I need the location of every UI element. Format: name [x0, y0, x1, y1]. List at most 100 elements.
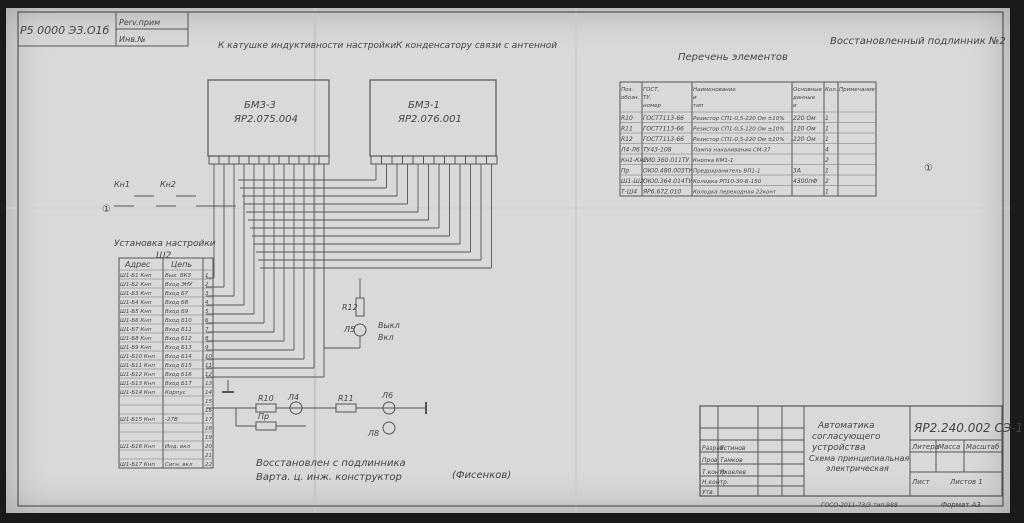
elements-cell: 1	[825, 168, 829, 175]
socket-cell-number: 14	[205, 390, 212, 396]
indicator-circuit: R12 Л5 Выкл Вкл	[342, 297, 400, 342]
elements-header-cell: обозн.	[621, 95, 640, 101]
elements-cell: Кнопка КМ1-1	[693, 158, 734, 164]
corner-small-1: Perv.прим	[119, 18, 160, 27]
elements-cell: Колодка РП10-30-Б-150	[693, 179, 762, 185]
socket-cell-number: 17	[205, 417, 212, 423]
role-1: Разраб.	[702, 445, 726, 452]
socket-cell-number: 5	[205, 309, 209, 315]
name-3: Яковлев	[719, 469, 747, 476]
vykl-label: Выкл	[378, 321, 400, 330]
elements-header-cell: Кол.	[825, 87, 838, 93]
elements-cell: Ш1-Ш2	[621, 178, 644, 185]
name-2: Тамков	[720, 457, 743, 464]
socket-cell-number: 19	[205, 435, 212, 441]
socket-cell-circuit: Корпус	[165, 390, 186, 396]
elements-header-cell: Наименование	[693, 87, 736, 93]
elements-header-cell: тип	[693, 103, 704, 109]
pin	[486, 155, 498, 165]
socket-cell-circuit: Вход Б14	[165, 354, 192, 360]
socket-cell-address: Ш1-Б6 Кнп	[120, 318, 152, 324]
pin	[465, 155, 477, 165]
socket-cell-circuit: Вход ЭНУ	[165, 282, 193, 288]
socket-cell-number: 6	[205, 318, 209, 324]
bottom-note-2: Варта. ц. инж. конструктор	[256, 472, 402, 483]
r10-label: R10	[258, 394, 274, 403]
socket-cell-number: 16	[205, 408, 212, 414]
wiring	[206, 164, 492, 378]
pin	[298, 155, 310, 165]
pin	[238, 155, 250, 165]
corner-stamp: Р5 0000 ЭЗ.О1б Perv.прим Инв.№	[17, 11, 189, 47]
sheet-label: Лист	[911, 478, 931, 486]
socket-cell-address: Ш1-Б3 Кнп	[120, 291, 152, 297]
elements-cell: Резистор СП1-0,5-220 Ом ±10%	[693, 137, 785, 143]
sheet-border	[17, 11, 1004, 507]
schematic-drawing: Р5 0000 ЭЗ.О1б Perv.прим Инв.№ Восстанов…	[6, 8, 1023, 513]
vkl-label: Вкл	[378, 333, 393, 342]
socket-header-circuit: Цепь	[171, 260, 192, 269]
pin	[248, 155, 260, 165]
elements-cell: 2	[825, 178, 829, 185]
pin	[278, 155, 290, 165]
socket-cell-address: Ш1-Б8 Кнп	[120, 336, 152, 342]
r10-resistor	[255, 403, 277, 413]
l8-label: Л8	[367, 429, 379, 438]
elements-cell: Предохранитель ВП1-1	[693, 169, 760, 175]
elements-cell: Резистор СП1-0,5-120 Ом ±10%	[693, 127, 785, 133]
socket-cell-address: Ш1-Б11 Кнп	[120, 363, 155, 369]
elements-cell: R12	[621, 136, 633, 143]
title-block: ЯР2.240.002 СЭ-1 Автоматика согласующего…	[699, 405, 1023, 509]
role-5: Утв.	[702, 489, 715, 496]
role-4: Н.контр.	[702, 479, 729, 486]
capacitor-label: К конденсатору связи с антенной	[396, 41, 557, 51]
elements-cell: R11	[621, 126, 633, 133]
circle-marker: ①	[102, 204, 111, 215]
socket-cell-circuit: Инд. вкл	[165, 444, 191, 450]
elements-cell: ЯР6.672.010	[642, 189, 682, 196]
pin	[412, 155, 424, 165]
socket-cell-circuit: Вход Б17	[165, 381, 192, 387]
elements-marker: ①	[924, 163, 933, 174]
socket-cell-number: 2	[205, 282, 209, 288]
socket-cell-address: Ш1-Б4 Кнп	[120, 300, 152, 306]
r11-resistor	[335, 403, 357, 413]
block2-pins	[370, 155, 498, 165]
socket-cell-number: 15	[205, 399, 212, 405]
pr-label: Пр	[258, 412, 269, 421]
elements-cell: Колодка переходная 22конт	[693, 190, 777, 196]
buttons-kn: Кн1 Кн2 ①	[102, 180, 236, 215]
socket-cell-number: 22	[205, 462, 212, 468]
kn2-label: Кн2	[160, 180, 176, 189]
designation: ЯР2.240.002 СЭ-1	[913, 421, 1023, 435]
name-line-5: электрическая	[826, 464, 889, 473]
socket-cell-circuit: Вых. ВКЗ	[165, 273, 192, 279]
pin	[381, 155, 393, 165]
elements-header-cell: ТУ,	[643, 95, 652, 101]
l4-lamp	[289, 401, 303, 415]
elements-cell: 4300пФ	[793, 178, 817, 185]
elements-cell: 1	[825, 126, 829, 133]
l5-lamp	[353, 323, 367, 337]
socket-cell-number: 13	[205, 381, 212, 387]
elements-header-cell: и	[693, 95, 697, 101]
elements-cell: 120 Ом	[793, 126, 816, 133]
socket-cell-number: 1	[205, 273, 209, 279]
socket-cell-number: 8	[205, 336, 209, 342]
socket-cell-number: 20	[205, 444, 212, 450]
elements-cell: Резистор СП1-0,5-220 Ом ±10%	[693, 116, 785, 122]
elements-cell: 4	[825, 147, 829, 154]
title-block-frame	[699, 405, 1003, 497]
socket-cell-circuit: Вход Б9	[165, 309, 189, 315]
block1-code: ЯР2.075.004	[233, 114, 298, 125]
pin	[268, 155, 280, 165]
pin	[208, 155, 220, 165]
top-right-note: Восстановленный подлинник №2	[830, 36, 1006, 47]
pin	[433, 155, 445, 165]
elements-cell: 220 Ом	[793, 136, 816, 143]
block-bmz3: БМЗ-3 ЯР2.075.004	[207, 79, 330, 165]
socket-cell-circuit: Сигн. вкл	[165, 462, 193, 468]
elements-cell: ГОСТ7113-66	[643, 136, 684, 143]
elements-cell: 1	[825, 115, 829, 122]
